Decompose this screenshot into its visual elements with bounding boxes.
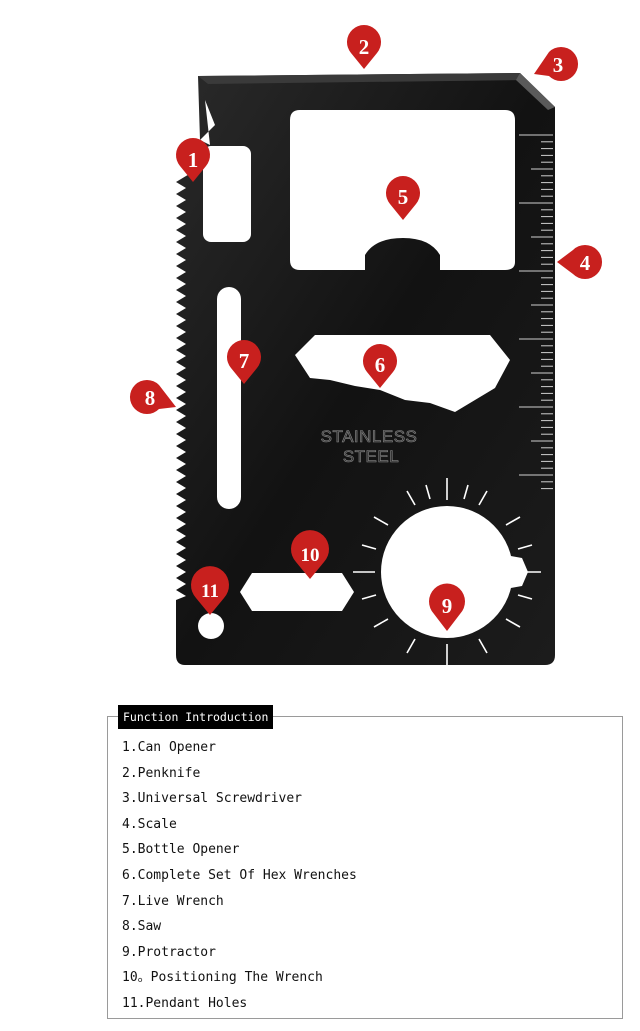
marker-5-number: 5 [398,185,409,209]
marker-6: 6 [363,344,397,388]
function-item-bottle-opener: 5.Bottle Opener [122,842,240,858]
marker-5: 5 [386,176,420,220]
marker-7: 7 [227,340,261,384]
marker-7-number: 7 [239,349,250,373]
marker-1-number: 1 [188,148,199,172]
scale-ruler [519,134,553,490]
marker-11: 11 [191,566,229,615]
stamp-line-2: STEEL [343,447,399,466]
marker-2-number: 2 [359,35,370,59]
function-item-scale: 4.Scale [122,816,177,832]
function-item-hex-wrenches: 6.Complete Set Of Hex Wrenches [122,867,357,883]
multitool-card-illustration: STAINLESS STEEL 1 2 3 4 5 6 7 8 9 10 [129,25,603,666]
marker-10: 10 [291,530,329,579]
positioning-wrench-cutout [240,573,354,611]
function-list: 1.Can Opener 2.Penknife 3.Universal Scre… [122,737,357,1019]
marker-10-number: 10 [301,545,320,566]
can-opener-slot [203,146,251,242]
function-item-positioning-wrench: 10。Positioning The Wrench [122,970,323,986]
marker-4: 4 [557,245,603,279]
penknife-edge [198,73,525,84]
pendant-hole [198,613,224,639]
marker-8-number: 8 [145,386,156,410]
function-item-penknife: 2.Penknife [122,765,201,781]
hex-wrench-cutout [295,335,510,412]
function-item-protractor: 9.Protractor [122,944,216,960]
marker-1: 1 [176,138,210,182]
stamp-line-1: STAINLESS [321,427,418,446]
screwdriver-corner [516,73,555,110]
marker-11-number: 11 [201,581,219,602]
live-wrench-slot [217,287,241,509]
function-item-universal-screwdriver: 3.Universal Screwdriver [122,791,303,807]
marker-8: 8 [129,380,176,414]
marker-9: 9 [429,583,465,631]
marker-6-number: 6 [375,353,386,377]
protractor-cutout [381,506,513,638]
protractor-notch [505,555,528,589]
marker-9-number: 9 [442,594,453,618]
function-item-pendant-holes: 11.Pendant Holes [122,995,248,1011]
function-item-live-wrench: 7.Live Wrench [122,893,224,909]
marker-3: 3 [534,47,579,81]
protractor-ticks [353,478,541,666]
function-introduction-box [107,716,623,1019]
marker-2: 2 [347,25,381,69]
marker-3-number: 3 [553,53,564,77]
function-introduction-title: Function Introduction [118,705,274,729]
function-item-can-opener: 1.Can Opener [122,740,216,755]
marker-4-number: 4 [580,251,591,275]
can-opener-notch [200,100,215,145]
function-item-saw: 8.Saw [122,919,162,935]
